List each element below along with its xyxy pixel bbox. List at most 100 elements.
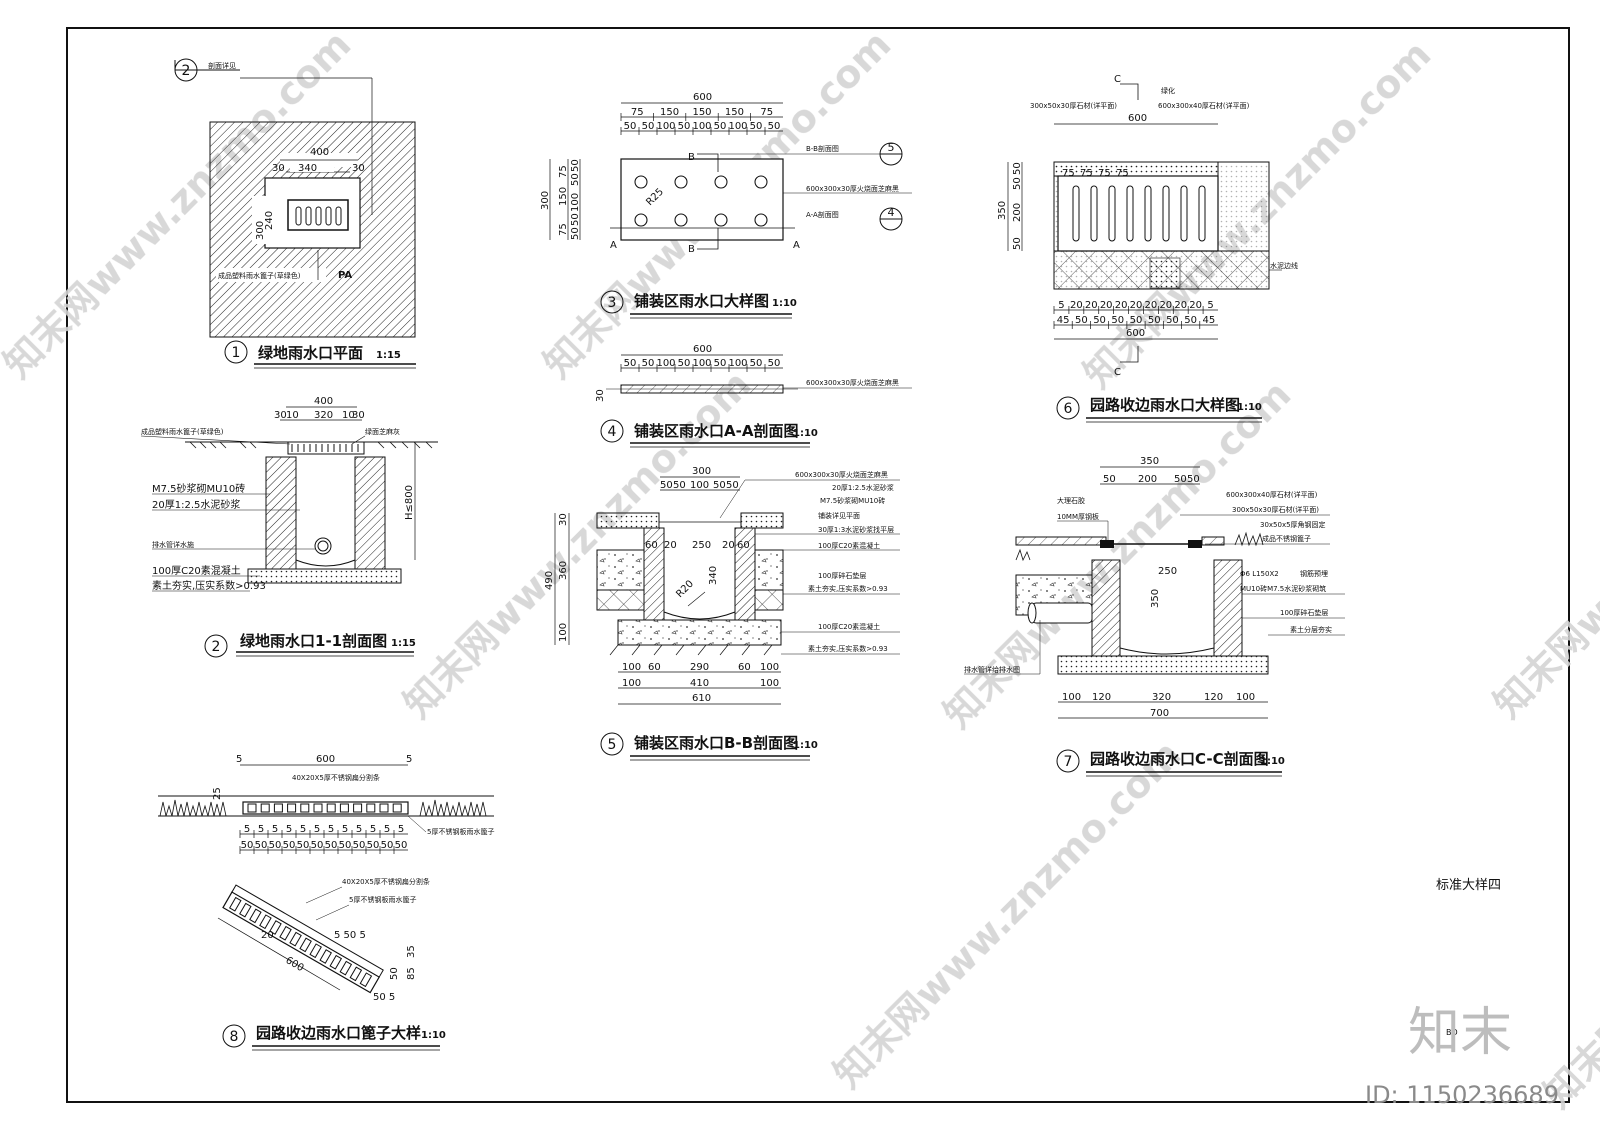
d8-dim-row1-3: 5: [286, 824, 292, 835]
note-8: 素土夯实,压实系数>0.93: [808, 584, 888, 593]
detail-number: 8: [230, 1029, 239, 1045]
d4-dim-row-7: 50: [750, 358, 763, 369]
dim-10-right: 10: [342, 410, 355, 421]
dim-10-left: 10: [286, 410, 299, 421]
d6-dim-b2-1: 50: [1075, 315, 1088, 326]
brand-mark: 知末: [1408, 1003, 1512, 1063]
iso-grate-bar: [319, 949, 332, 964]
note-grate: 成品塑料雨水篦子(草绿色): [141, 427, 224, 436]
iso-note-bar: 40X20X5厚不锈钢扁分割条: [342, 877, 430, 886]
iso-note-plate: 5厚不锈钢板雨水篦子: [349, 895, 416, 904]
label-a-left: A: [610, 240, 617, 251]
dim-in60b: 60: [737, 540, 750, 551]
d6-dim-b2-5: 50: [1148, 315, 1161, 326]
grate-bar: [339, 803, 349, 813]
sheet-border: [66, 27, 1570, 1103]
detail-number: 5: [608, 737, 617, 753]
d6-dim-b2-0: 45: [1057, 315, 1070, 326]
dim-t50d: 50: [726, 480, 739, 491]
d6-dim-b2-2: 50: [1093, 315, 1106, 326]
note-2: 20厚1:2.5水泥砂浆: [832, 483, 894, 492]
dim-300: 300: [540, 191, 551, 210]
watermark-5: 知末网www.znzmo.com: [1485, 362, 1600, 726]
dim-b1a: 100: [1062, 692, 1081, 703]
d4-dim-row-8: 50: [768, 358, 781, 369]
iso-20: 20: [261, 930, 274, 941]
dim-l50c: 50: [1012, 237, 1023, 250]
note-green: 绿化: [1161, 86, 1175, 95]
detail-title: 园路收边雨水口篦子大样: [256, 1024, 421, 1042]
d4-dim-row-3: 50: [678, 358, 691, 369]
note-r4: 成品不锈钢篦子: [1262, 534, 1311, 543]
label-r20: R20: [674, 578, 696, 600]
watermark-3: 知末网www.znzmo.com: [935, 372, 1299, 736]
note-plaster: 20厚1:2.5水泥砂浆: [152, 498, 240, 511]
d6-dim-b2-7: 50: [1184, 315, 1197, 326]
d6-dim-b2-3: 50: [1111, 315, 1124, 326]
grate-bar: [392, 803, 402, 813]
dim-in20b: 20: [722, 540, 735, 551]
dim-b1e: 100: [1236, 692, 1255, 703]
dim-l50a: 50: [570, 159, 581, 172]
d6-dim-b1-6: 20: [1145, 300, 1158, 311]
note-4: 铺装详见平面: [818, 511, 860, 520]
detail-scale: 1:10: [1237, 402, 1262, 413]
d8-dim-row2-9: 50: [367, 840, 380, 851]
dim-b1c: 290: [690, 662, 709, 673]
dim-b1c: 320: [1152, 692, 1171, 703]
d8-dim-row2-4: 50: [297, 840, 310, 851]
dim-600: 600: [693, 344, 712, 355]
iso-35: 35: [406, 945, 417, 958]
d8-dim-row1-8: 5: [356, 824, 362, 835]
paving-right: [740, 512, 784, 529]
detail-number: 6: [1064, 401, 1073, 417]
dim-30-right: 30: [352, 163, 365, 174]
dim-320: 320: [314, 410, 333, 421]
dim-b2: 700: [1150, 708, 1169, 719]
dim-t100: 100: [690, 480, 709, 491]
dim-30-right: 30: [352, 410, 365, 421]
dim-in75d: 75: [1116, 168, 1129, 179]
pipe: [314, 537, 332, 555]
concrete-base: [247, 568, 402, 584]
dim-in250: 250: [692, 540, 711, 551]
label-b-top: B: [688, 152, 695, 163]
iso-85: 85: [406, 967, 417, 980]
detail-scale: 1:10: [772, 298, 797, 309]
d3-dim-row2-4: 100: [692, 121, 711, 132]
pipe: [1031, 602, 1093, 624]
wall-left: [265, 456, 297, 570]
d8-dim-row1-10: 5: [384, 824, 390, 835]
wall-left: [1091, 559, 1121, 657]
d6-dim-b1-0: 5: [1058, 300, 1064, 311]
detail-number: 4: [608, 424, 617, 440]
d6-dim-b2-4: 50: [1130, 315, 1143, 326]
dim-l360: 360: [558, 561, 569, 580]
wall-right: [354, 456, 386, 570]
dim-l50d: 50: [570, 227, 581, 240]
detail-1-plan: 2 剖面详见 400 340 30 30 300 240 成品塑料雨水篦子(草绿…: [174, 58, 416, 369]
d6-dim-b1-10: 5: [1207, 300, 1213, 311]
d8-dim-row2-11: 50: [395, 840, 408, 851]
note-7: 100厚碎石垫层: [818, 571, 866, 580]
dim-l75a: 75: [558, 165, 569, 178]
dim-b1d: 120: [1204, 692, 1223, 703]
iso-grate-bar: [269, 920, 282, 935]
grate-bar: [313, 803, 323, 813]
d8-dim-row2-10: 50: [381, 840, 394, 851]
d8-dim-row2-8: 50: [353, 840, 366, 851]
dim-600: 600: [693, 92, 712, 103]
d8-dim-row2-3: 50: [283, 840, 296, 851]
iso-grate-bar: [359, 972, 373, 988]
dim-25: 25: [212, 787, 223, 800]
note-stone: 600x300x30厚火烧面芝麻黑: [806, 378, 899, 387]
d6-dim-b1-1: 20: [1070, 300, 1083, 311]
brand-id: ID: 1150236689: [1365, 1081, 1559, 1109]
d4-dim-row-5: 50: [714, 358, 727, 369]
dim-30-left: 30: [272, 163, 285, 174]
grate-bar: [326, 803, 336, 813]
d3-dim-row2-0: 50: [624, 121, 637, 132]
leader-notes: 600x300x30厚火烧面芝麻黑 20厚1:2.5水泥砂浆 M7.5砂浆砌MU…: [719, 470, 900, 655]
